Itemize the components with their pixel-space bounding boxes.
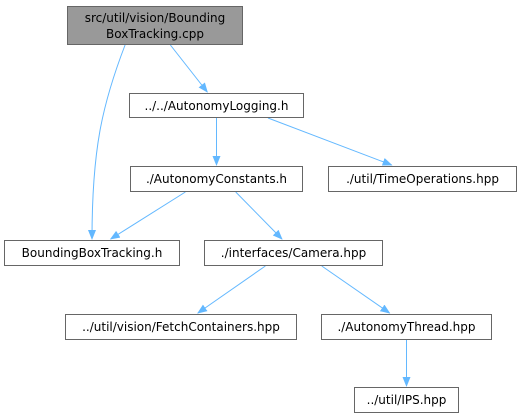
autonomy-logging-label: ../../AutonomyLogging.h xyxy=(144,98,289,113)
camera-node[interactable]: ./interfaces/Camera.hpp xyxy=(204,240,383,266)
include-edge-autonomy-constants-to-bounding-box-tracking-h xyxy=(109,191,186,240)
fetch-containers-node[interactable]: ../util/vision/FetchContainers.hpp xyxy=(65,314,297,340)
autonomy-logging-node[interactable]: ../../AutonomyLogging.h xyxy=(129,93,304,118)
autonomy-constants-label: ./AutonomyConstants.h xyxy=(145,172,288,186)
bounding-box-tracking-header-node[interactable]: BoundingBoxTracking.h xyxy=(4,240,180,266)
bounding-box-tracking-header-label: BoundingBoxTracking.h xyxy=(21,246,163,260)
autonomy-constants-node[interactable]: ./AutonomyConstants.h xyxy=(130,166,303,192)
include-edge-root-to-bounding-box-tracking-h xyxy=(88,44,126,240)
camera-label: ./interfaces/Camera.hpp xyxy=(220,246,367,260)
include-edge-autonomy-logging-to-time-operations xyxy=(267,117,393,166)
include-edge-root-to-autonomy-logging xyxy=(169,44,208,93)
include-edge-autonomy-constants-to-camera xyxy=(235,191,283,240)
fetch-containers-label: ../util/vision/FetchContainers.hpp xyxy=(82,320,280,334)
ips-node[interactable]: ../util/IPS.hpp xyxy=(354,387,459,413)
include-edge-camera-to-autonomy-thread xyxy=(321,265,391,314)
root-file-label: src/util/vision/Bounding BoxTracking.cpp xyxy=(84,10,226,41)
time-operations-node[interactable]: ./util/TimeOperations.hpp xyxy=(328,166,517,192)
time-operations-label: ./util/TimeOperations.hpp xyxy=(346,172,499,186)
include-edge-camera-to-fetch-containers xyxy=(197,265,266,314)
edge-layer xyxy=(88,44,411,387)
ips-label: ../util/IPS.hpp xyxy=(366,393,447,407)
autonomy-thread-label: ./AutonomyThread.hpp xyxy=(337,320,476,334)
autonomy-thread-node[interactable]: ./AutonomyThread.hpp xyxy=(321,314,492,340)
root-file-node[interactable]: src/util/vision/Bounding BoxTracking.cpp xyxy=(67,6,243,45)
